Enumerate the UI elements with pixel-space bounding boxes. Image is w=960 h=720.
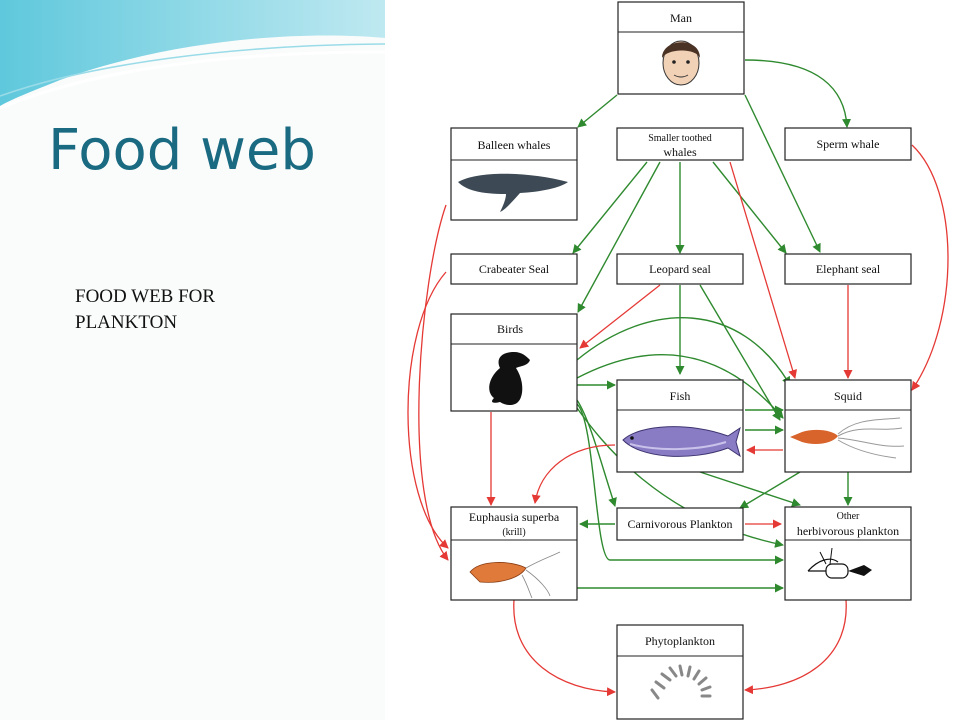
fish-icon xyxy=(622,426,741,458)
node-sperm-whale: Sperm whale xyxy=(784,127,912,161)
arrow-crabeater-to-krill xyxy=(407,271,449,549)
slide-title: Food web xyxy=(48,118,316,183)
node-baleen-whales: Balleen whales xyxy=(450,127,578,221)
left-panel: Food web FOOD WEB FOR PLANKTON xyxy=(0,0,385,720)
node-baleen-label: Balleen whales xyxy=(478,138,551,152)
diatom-chain-icon xyxy=(650,664,712,700)
red-arrows xyxy=(407,144,949,697)
node-other-label-2: herbivorous plankton xyxy=(797,524,899,538)
arrow-krill-to-phyto xyxy=(513,599,616,697)
node-carnivorous-plankton: Carnivorous Plankton xyxy=(616,507,744,541)
arrow-leopard-to-squid xyxy=(699,284,781,421)
arrow-birds-to-squid-2 xyxy=(576,354,784,419)
node-crabeater-label: Crabeater Seal xyxy=(479,262,550,276)
squid-icon xyxy=(790,417,905,459)
whale-icon xyxy=(458,173,568,212)
arrow-leopard-to-birds xyxy=(579,284,661,349)
node-squid-label: Squid xyxy=(834,389,862,403)
node-phytoplankton: Phytoplankton xyxy=(616,624,744,720)
green-arrows xyxy=(572,59,853,593)
arrow-other-to-phyto xyxy=(744,599,847,695)
node-man: Man xyxy=(617,1,745,95)
node-birds-label: Birds xyxy=(497,322,523,336)
node-krill: Euphausia superba (krill) xyxy=(450,506,578,601)
node-krill-label-1: Euphausia superba xyxy=(469,510,560,524)
node-toothed-label-2: whales xyxy=(663,145,697,159)
arrow-squid-to-carnivorous xyxy=(739,471,801,509)
node-leopard-label: Leopard seal xyxy=(649,262,711,276)
node-toothed-label-1: Smaller toothed xyxy=(648,133,712,144)
arrow-birds-to-other-2 xyxy=(576,403,784,565)
subtitle-line-2: PLANKTON xyxy=(75,312,178,333)
arrow-toothed-to-squid xyxy=(729,161,798,379)
node-elephant-label: Elephant seal xyxy=(816,262,881,276)
node-smaller-toothed-whales: Smaller toothed whales xyxy=(616,127,744,161)
node-sperm-label: Sperm whale xyxy=(817,137,880,151)
node-elephant-seal: Elephant seal xyxy=(784,253,912,285)
node-birds: Birds xyxy=(450,313,578,412)
arrow-toothed-to-elephant xyxy=(712,161,787,254)
arrow-toothed-to-birds xyxy=(577,161,661,313)
node-man-label: Man xyxy=(670,11,692,25)
node-leopard-seal: Leopard seal xyxy=(616,253,744,285)
node-crabeater-seal: Crabeater Seal xyxy=(450,253,578,285)
slide-subtitle: FOOD WEB FOR PLANKTON xyxy=(75,284,295,336)
node-squid: Squid xyxy=(784,379,912,473)
subtitle-line-1: FOOD WEB FOR xyxy=(75,286,216,307)
node-fish: Fish xyxy=(616,379,744,473)
arrow-fish-to-krill xyxy=(531,444,616,504)
arrow-fish-to-other xyxy=(699,471,801,507)
node-carnivorous-label: Carnivorous Plankton xyxy=(628,517,733,531)
arrow-man-to-sperm xyxy=(744,59,852,128)
arrow-toothed-to-crabeater xyxy=(572,161,648,254)
arrow-birds-to-squid xyxy=(576,317,791,386)
krill-icon xyxy=(469,551,561,599)
penguin-icon xyxy=(489,352,530,405)
node-other-herbivorous-plankton: Other herbivorous plankton xyxy=(784,506,912,601)
arrow-sperm-to-squid xyxy=(911,144,949,391)
arrow-man-to-baleen xyxy=(577,94,618,128)
node-fish-label: Fish xyxy=(670,389,691,403)
node-phyto-label: Phytoplankton xyxy=(645,634,715,648)
header-wave-decoration xyxy=(0,0,385,110)
arrow-man-to-elephant xyxy=(744,94,821,253)
node-krill-label-2: (krill) xyxy=(502,527,525,538)
copepod-icon xyxy=(807,547,872,579)
man-face-icon xyxy=(662,40,700,86)
arrow-birds-to-carnivorous xyxy=(576,399,617,507)
node-other-label-1: Other xyxy=(837,511,860,522)
